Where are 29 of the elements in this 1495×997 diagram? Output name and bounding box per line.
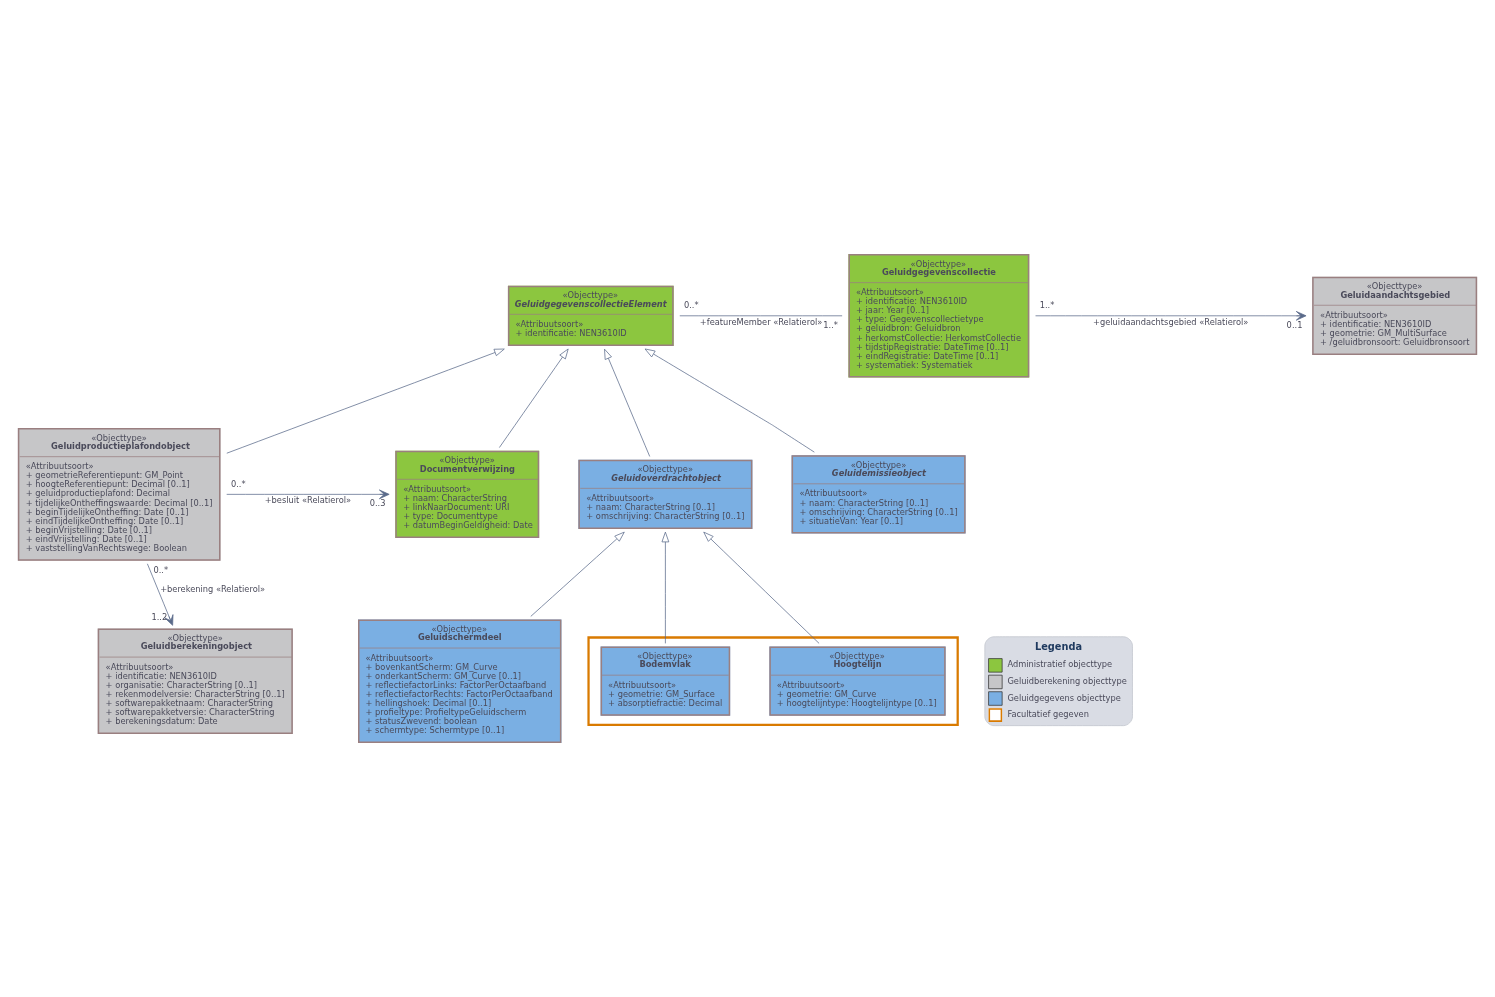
arrow — [147, 563, 174, 626]
legend-label: Geluidberekening objecttype — [1007, 676, 1127, 687]
edge-label: +geluidaandachtsgebied «Relatierol» — [1093, 316, 1249, 327]
legend-label: Administratief objecttype — [1007, 659, 1113, 670]
cluster — [587, 636, 959, 726]
legend-label: Geluidgegevens objecttype — [1007, 692, 1121, 703]
arrow — [226, 348, 505, 454]
arrow — [661, 531, 670, 644]
label: Legenda — [1034, 640, 1082, 652]
connector — [679, 315, 843, 317]
label: 0..* — [153, 564, 169, 575]
arrow — [703, 531, 820, 644]
arrow — [499, 348, 569, 448]
arrow — [1035, 311, 1307, 321]
arrow — [644, 348, 815, 453]
label: 0..1 — [1286, 319, 1303, 330]
arrow — [530, 531, 625, 617]
arrow — [604, 348, 651, 457]
label: 0..* — [683, 300, 699, 311]
label: 0..* — [230, 478, 246, 489]
edge-label: +featureMember «Relatierol» — [699, 316, 823, 327]
label: 1..* — [1039, 300, 1055, 311]
label: 1..* — [823, 319, 838, 330]
arrow — [226, 489, 390, 500]
label: 1..2 — [151, 612, 168, 623]
label: 0..3 — [369, 498, 386, 509]
edge-label: +berekening «Relatierol» — [160, 584, 266, 595]
edge-label: +besluit «Relatierol» — [264, 495, 352, 506]
legend-label: Facultatief gegeven — [1007, 709, 1089, 720]
